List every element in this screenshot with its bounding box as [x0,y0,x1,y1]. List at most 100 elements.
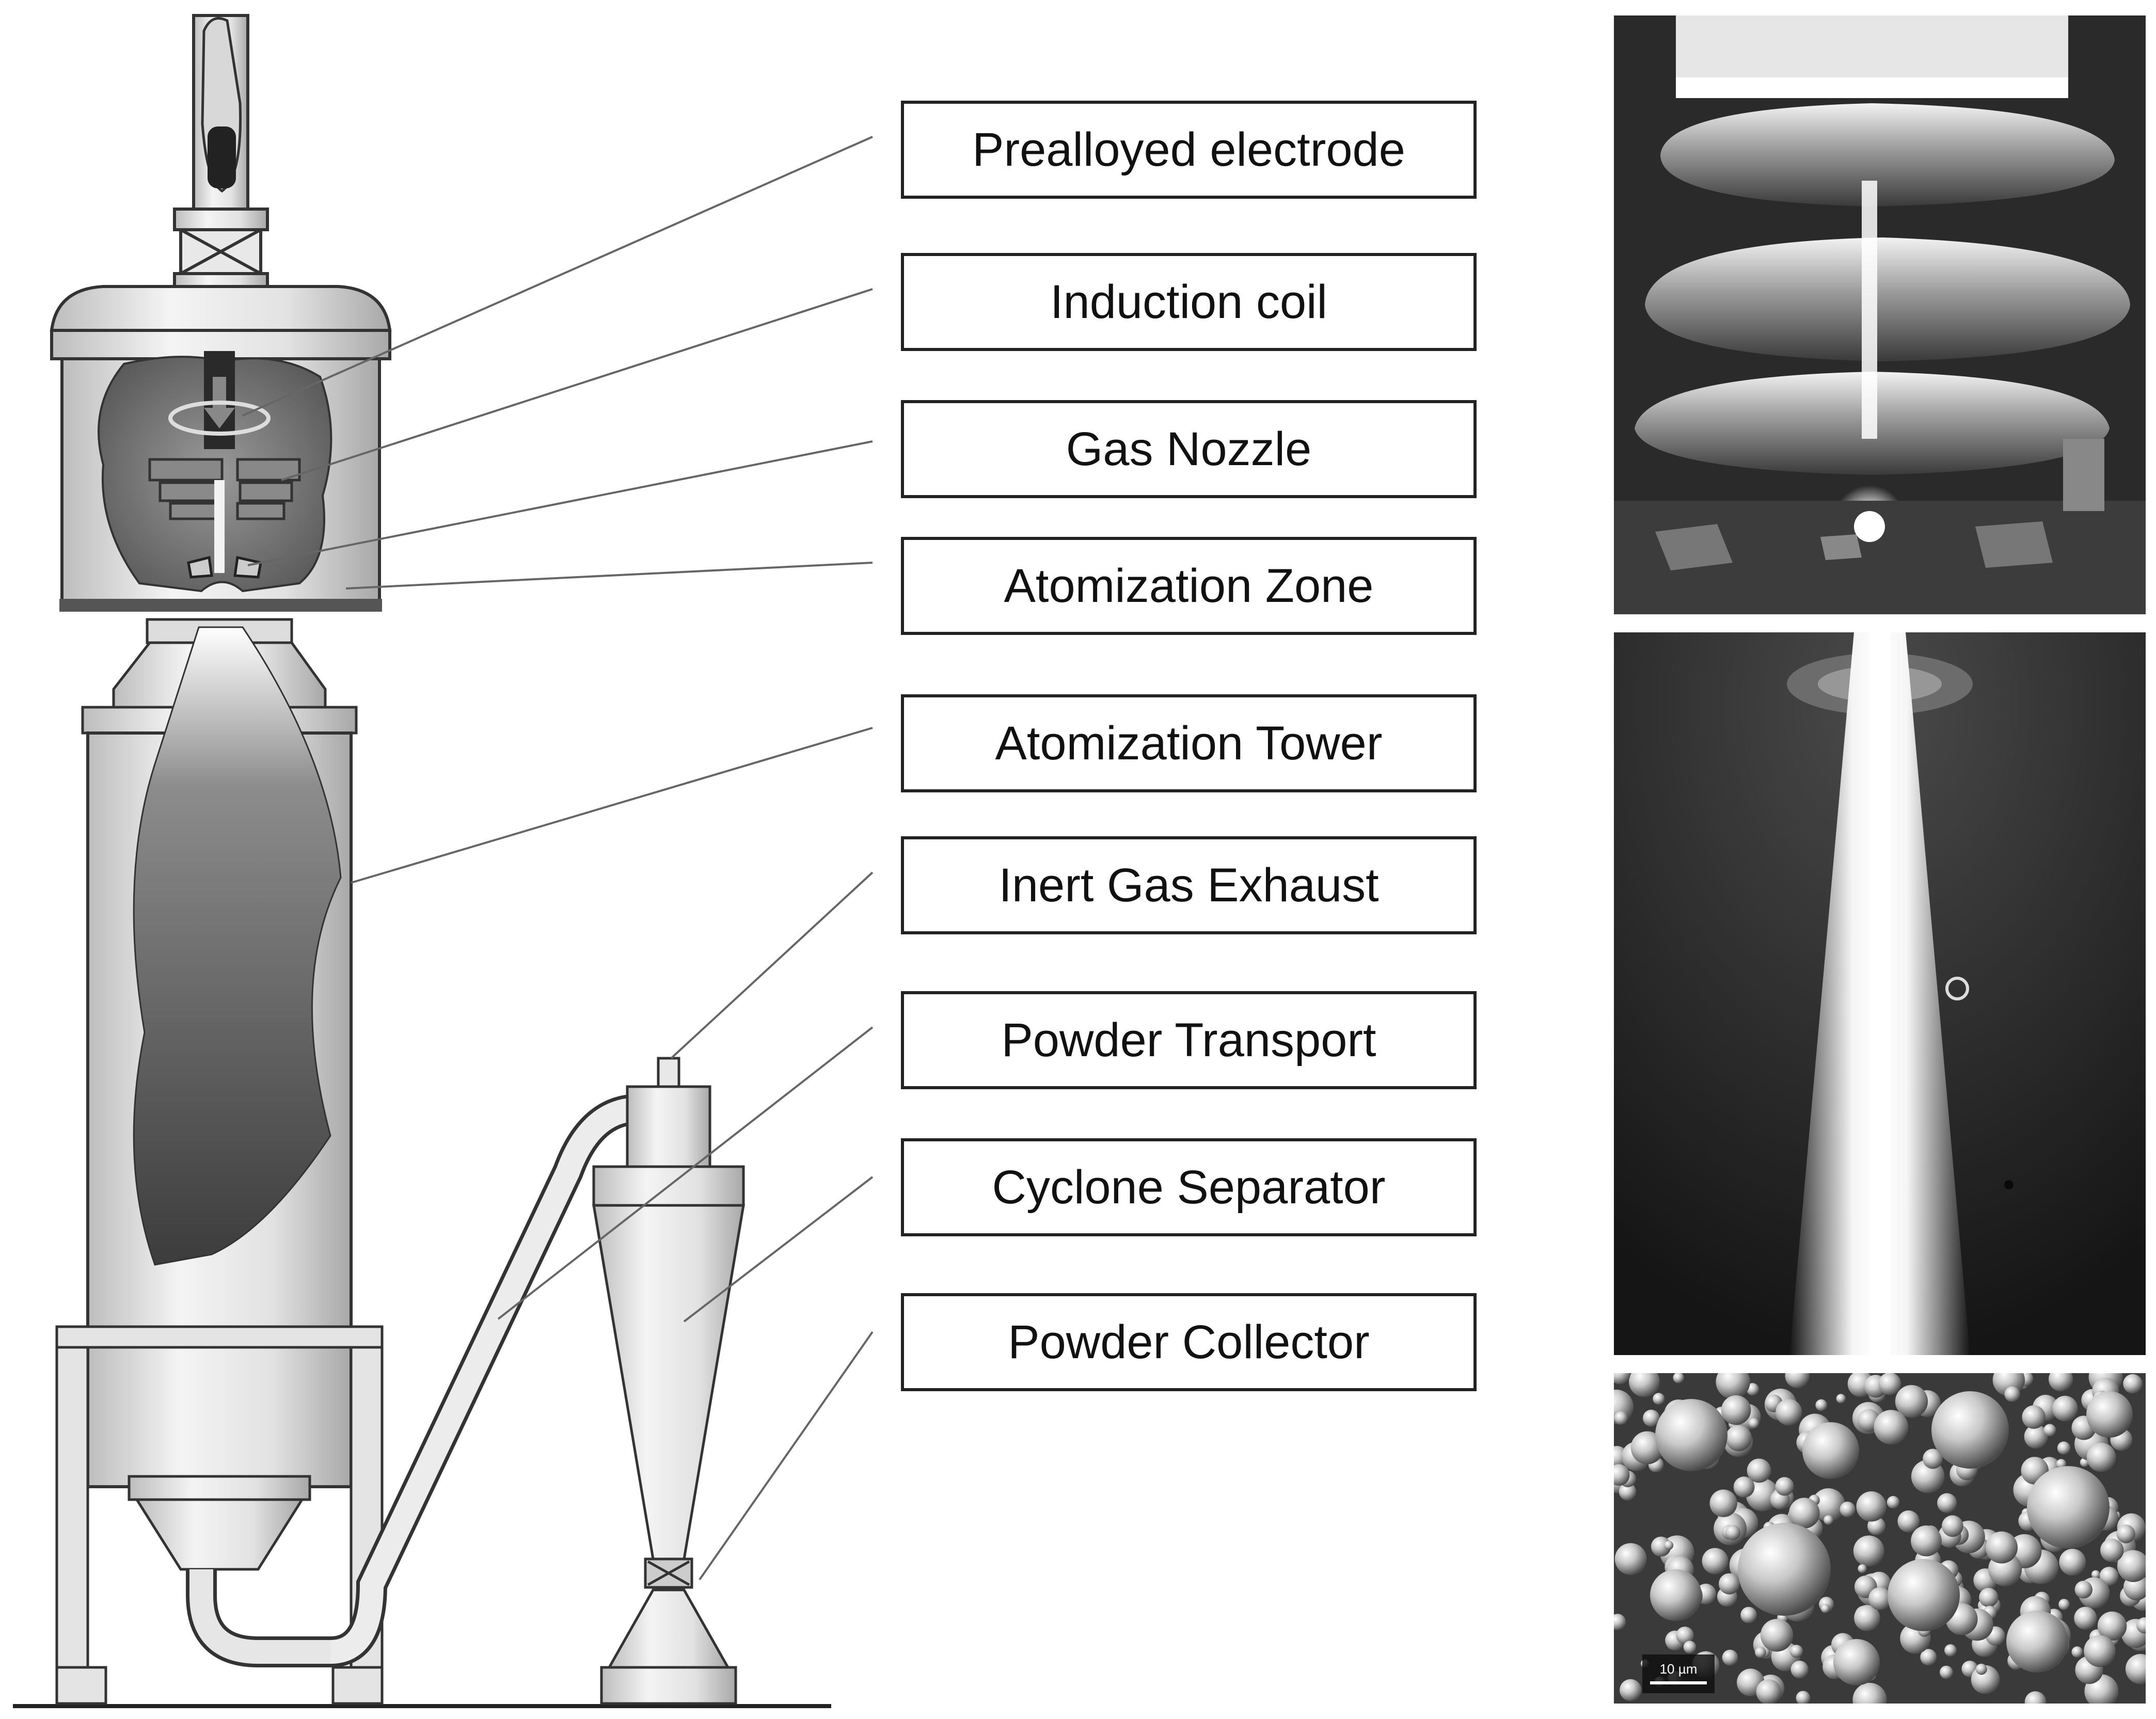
powder-particle [2086,1442,2116,1472]
powder-particle [2043,1424,2056,1437]
powder-particle [1614,1411,1628,1425]
powder-particle [2074,1606,2097,1630]
powder-particle [2091,1570,2100,1579]
powder-particle [2100,1538,2124,1562]
powder-particle [1721,1395,1751,1425]
powder-particle [2136,1617,2146,1634]
powder-particle-large [2006,1611,2068,1673]
powder-particle [2116,1524,2135,1543]
powder-particle [1852,1682,1887,1704]
powder-particle [1886,1495,1900,1509]
powder-particle [1755,1647,1766,1658]
label-atomization-zone: Atomization Zone [901,537,1477,635]
powder-particle [1840,1501,1856,1518]
label-atomization-tower: Atomization Tower [901,694,1477,792]
melting-chamber [50,285,392,612]
powder-particle [2049,1373,2073,1392]
induction-coil-photo [1614,15,2146,614]
powder-particle [1874,1410,1909,1445]
powder-particle [2024,1424,2048,1449]
powder-particle [1614,1464,1630,1486]
powder-particles: 10 µm [1614,1373,2146,1704]
powder-particle [1897,1510,1920,1533]
label-powder-transport: Powder Transport [901,991,1477,1089]
cyclone-separator-unit [592,1057,745,1705]
powder-particle [2071,1646,2083,1658]
powder-particle [1812,1488,1845,1522]
powder-particle [1653,1393,1665,1405]
label-prealloyed-electrode: Prealloyed electrode [901,101,1477,199]
atomization-stream-photo [1614,632,2146,1355]
powder-particle [1979,1587,1999,1607]
scale-bar-box [1642,1654,1715,1693]
powder-particle [1614,1373,1630,1384]
powder-particle-large [1655,1399,1727,1471]
powder-particle [1643,1409,1660,1427]
powder-particle [1747,1458,1771,1483]
powder-particle [1796,1691,1811,1704]
powder-particle [2059,1549,2086,1576]
powder-particle [1878,1373,1901,1395]
powder-particle [1944,1644,1957,1657]
scale-bar-label: 10 µm [1660,1661,1698,1677]
powder-particle-large [1833,1639,1880,1685]
powder-particle [1868,1587,1892,1611]
powder-particle [1620,1679,1642,1701]
powder-particle-large [1931,1391,2009,1469]
powder-particle [1614,1614,1626,1630]
powder-particle [1702,1548,1729,1574]
powder-particle [1664,1540,1674,1550]
powder-particle [1942,1515,1963,1537]
powder-particle [1725,1425,1752,1452]
powder-particle [1858,1564,1867,1573]
powder-particle-large [1738,1523,1831,1616]
label-powder-collector: Powder Collector [901,1293,1477,1391]
powder-particle [2125,1654,2146,1684]
powder-particle [1824,1515,1833,1525]
powder-particle [1815,1399,1828,1411]
powder-particle [1856,1491,1886,1522]
powder-particle [1673,1373,1684,1383]
powder-particle [1716,1373,1750,1399]
stream-photo-art [1614,632,2146,1355]
powder-particle-large [2086,1391,2133,1438]
leader-lines [242,136,874,1581]
powder-particle [2074,1581,2092,1599]
powder-particle [2058,1599,2070,1610]
powder-sem-photo: 10 µm [1614,1373,2146,1704]
powder-particle [2052,1395,2078,1422]
label-gas-nozzle: Gas Nozzle [901,400,1477,498]
powder-particle [1836,1394,1846,1404]
powder-particle [2097,1611,2127,1641]
powder-particle [1895,1385,1928,1418]
powder-particle [1733,1476,1755,1498]
powder-particle [2099,1567,2119,1586]
powder-particle [1920,1649,1937,1666]
electrode-feed-tube [173,14,269,291]
powder-particle [2024,1691,2047,1704]
powder-particle [1756,1679,1782,1704]
powder-particle [1722,1649,1738,1666]
label-cyclone-separator: Cyclone Separator [901,1138,1477,1236]
powder-particle [1619,1483,1637,1501]
powder-particle [2022,1405,2046,1429]
powder-particle [1775,1477,1794,1496]
powder-particle [1820,1604,1830,1613]
powder-particle [1975,1663,1987,1675]
label-inert-gas-exhaust: Inert Gas Exhaust [901,836,1477,934]
powder-particle [1629,1373,1660,1397]
powder-particle [1923,1449,1943,1469]
powder-particle-large [1650,1569,1702,1621]
powder-particle [1683,1641,1697,1654]
powder-particle [1725,1525,1740,1540]
powder-particle [1651,1536,1671,1557]
powder-particle [2004,1386,2020,1402]
transport-pipe [329,1094,632,1667]
powder-particle [1853,1535,1884,1567]
powder-particle [1790,1660,1809,1679]
powder-spray-cone [133,626,342,1266]
powder-particle [1789,1645,1803,1658]
powder-particle-large [2027,1466,2110,1549]
powder-particle [2117,1550,2146,1582]
